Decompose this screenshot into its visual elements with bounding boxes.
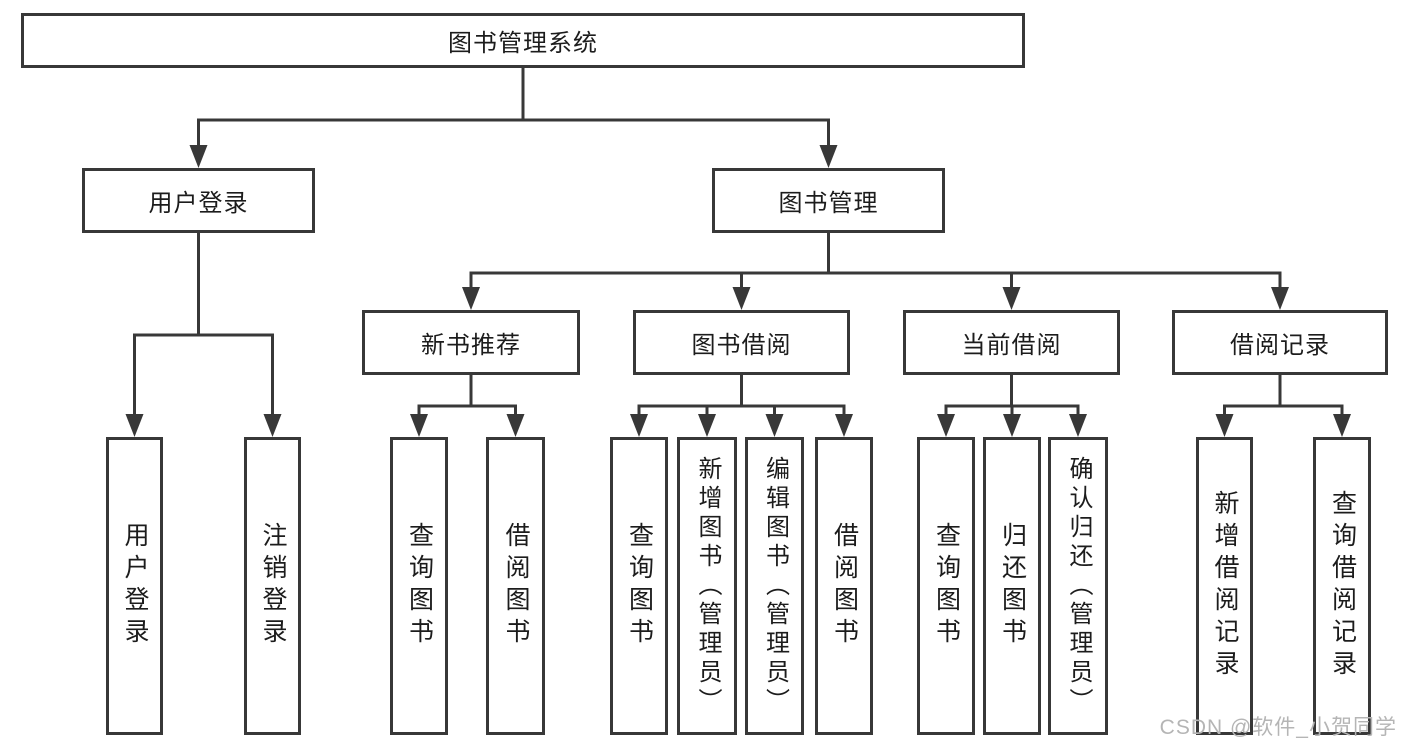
connector-book-mgmt-to-level3	[462, 233, 1289, 310]
leaf-query-books-1: 查询图书	[390, 437, 448, 735]
node-label: 图书管理系统	[448, 30, 598, 57]
node-label: 查询图书	[405, 522, 434, 650]
node-book-borrow: 图书借阅	[633, 310, 850, 375]
connector-user-login-children	[125, 233, 282, 437]
node-label: 查询图书	[932, 522, 961, 650]
connector-root-to-level2	[189, 68, 838, 168]
node-label: 借阅图书	[830, 522, 859, 650]
node-label: 当前借阅	[961, 332, 1062, 359]
node-root-system: 图书管理系统	[21, 13, 1025, 68]
connector-book-borrow-children	[630, 375, 853, 437]
node-label: 查询借阅记录	[1328, 490, 1357, 682]
node-label: 注销登录	[259, 522, 287, 650]
node-label: 归还图书	[998, 522, 1027, 650]
leaf-borrow-books-2: 借阅图书	[815, 437, 873, 735]
node-borrow-record: 借阅记录	[1172, 310, 1388, 375]
leaf-borrow-books-1: 借阅图书	[486, 437, 545, 735]
node-label: 新书推荐	[421, 332, 521, 359]
leaf-logout: 注销登录	[244, 437, 301, 735]
node-label: 图书管理	[778, 190, 879, 217]
node-label: 用户登录	[148, 190, 249, 217]
node-label: 查询图书	[625, 522, 654, 650]
node-label: 借阅记录	[1230, 332, 1330, 359]
leaf-user-login: 用户登录	[106, 437, 163, 735]
node-current-borrow: 当前借阅	[903, 310, 1120, 375]
leaf-confirm-return-admin: 确认归还（管理员）	[1048, 437, 1108, 735]
leaf-add-books-admin: 新增图书（管理员）	[677, 437, 737, 735]
node-new-book-recommend: 新书推荐	[362, 310, 580, 375]
leaf-return-books: 归还图书	[983, 437, 1041, 735]
node-label: 确认归还（管理员）	[1065, 455, 1092, 717]
connector-borrow-record-children	[1215, 375, 1351, 437]
node-label: 借阅图书	[502, 522, 530, 650]
node-user-login: 用户登录	[82, 168, 315, 233]
leaf-query-books-2: 查询图书	[610, 437, 668, 735]
leaf-edit-books-admin: 编辑图书（管理员）	[745, 437, 804, 735]
leaf-query-books-3: 查询图书	[917, 437, 975, 735]
connector-current-borrow-children	[937, 375, 1087, 437]
node-label: 编辑图书（管理员）	[761, 455, 789, 717]
node-book-management: 图书管理	[712, 168, 945, 233]
node-label: 新增图书（管理员）	[694, 455, 721, 717]
csdn-watermark: CSDN @软件_小贺同学	[1159, 716, 1397, 739]
leaf-query-borrow-record: 查询借阅记录	[1313, 437, 1371, 735]
node-label: 新增借阅记录	[1211, 490, 1239, 682]
connector-new-book-recommend-children	[410, 375, 525, 437]
leaf-add-borrow-record: 新增借阅记录	[1196, 437, 1253, 735]
node-label: 图书借阅	[691, 332, 792, 359]
node-label: 用户登录	[121, 522, 149, 650]
